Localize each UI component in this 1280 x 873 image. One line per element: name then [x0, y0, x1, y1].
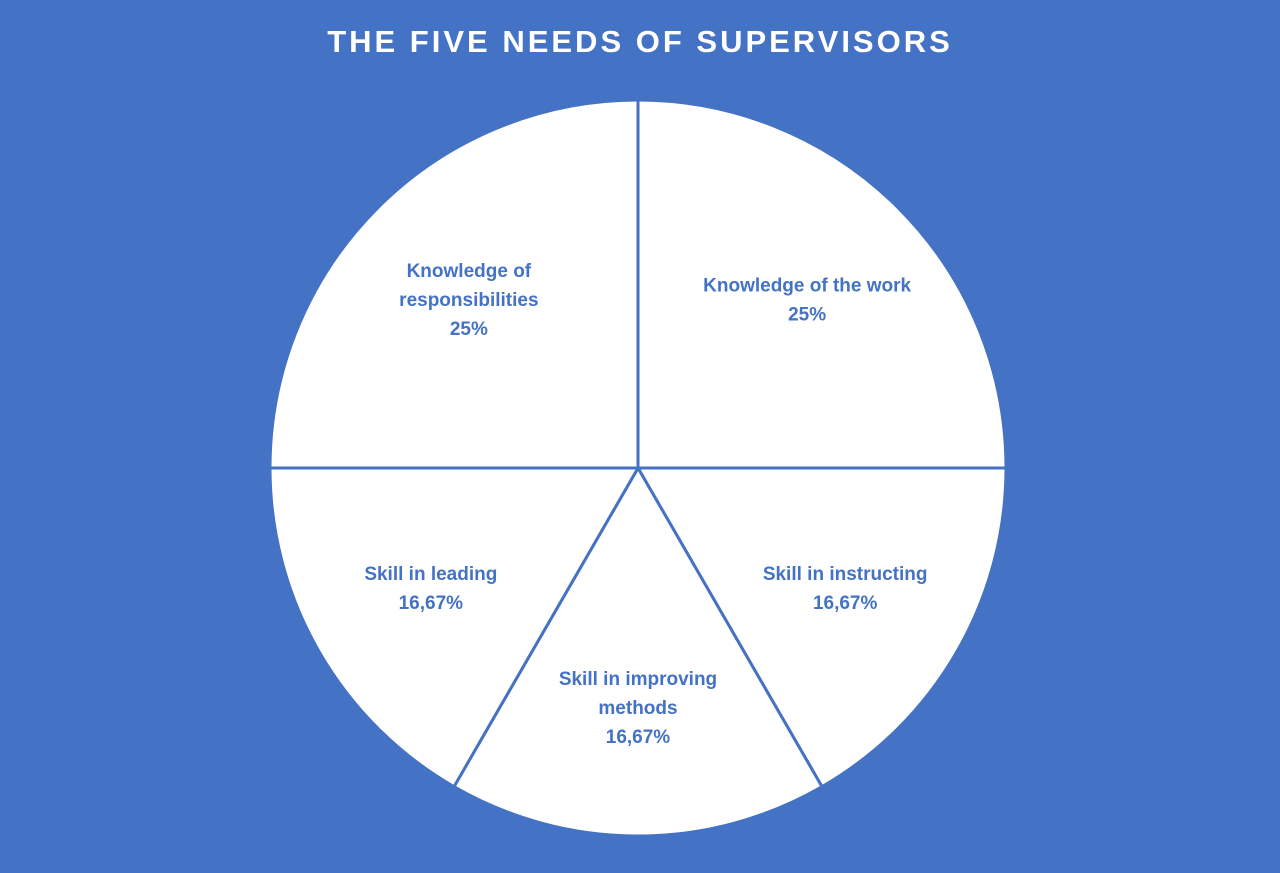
slice-label: Knowledge of responsibilities 25% [399, 261, 538, 340]
slice-value-label: 16,67% [606, 727, 671, 748]
pie-slice [451, 465, 825, 838]
pie-slice [635, 466, 1008, 789]
slice-category-label: Skill in instructing [763, 564, 928, 585]
chart-title: THE FIVE NEEDS OF SUPERVISORS [327, 24, 953, 59]
pie-slice [268, 98, 640, 470]
pie-slice [636, 98, 1008, 470]
pie-slice [268, 466, 641, 789]
slice-value-label: 16,67% [813, 593, 878, 614]
slice-label: Knowledge of the work 25% [703, 275, 911, 325]
slice-category-label: methods [598, 698, 677, 719]
slice-category-label: Skill in improving [559, 669, 717, 690]
slice-category-label: Skill in leading [364, 564, 497, 585]
slice-value-label: 25% [450, 319, 488, 340]
slice-value-label: 25% [788, 304, 826, 325]
slice-label: Skill in instructing 16,67% [763, 564, 928, 614]
slice-category-label: Knowledge of [407, 261, 532, 282]
slice-label: Skill in improving methods 16,67% [559, 669, 717, 748]
slice-category-label: responsibilities [399, 290, 538, 311]
slice-label: Skill in leading 16,67% [364, 564, 497, 614]
slice-category-label: Knowledge of the work [703, 275, 911, 296]
slice-value-label: 16,67% [399, 593, 464, 614]
